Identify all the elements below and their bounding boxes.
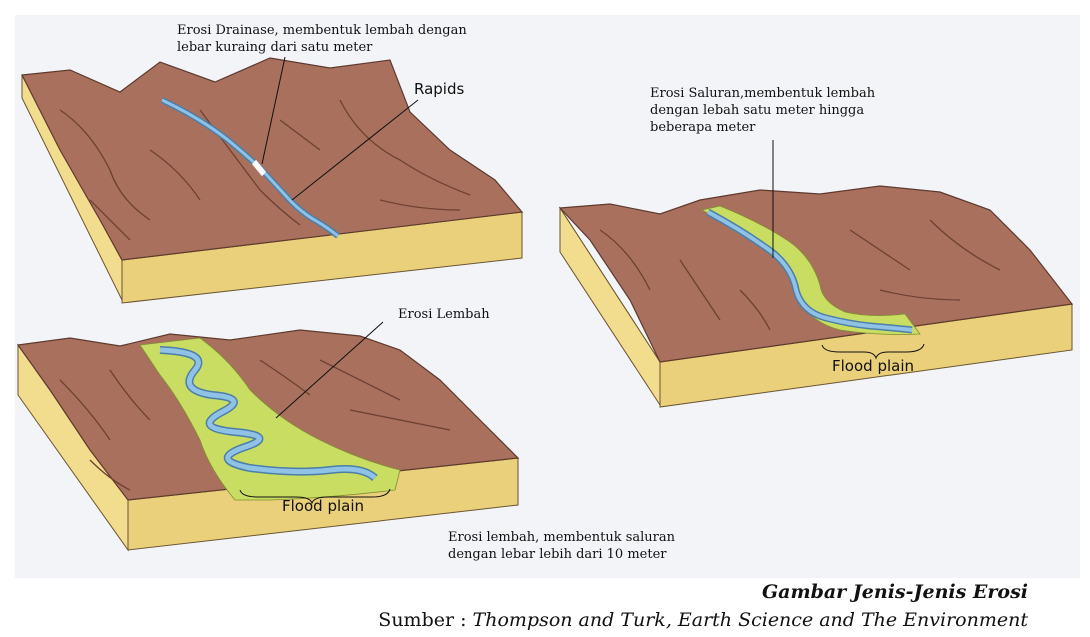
- flood-plain-bracket-right: [821, 343, 925, 360]
- leader-valley: [275, 321, 384, 419]
- label-channel-erosion: Erosi Saluran,membentuk lembah dengan le…: [650, 86, 876, 135]
- flood-plain-bracket-left: [239, 488, 391, 505]
- label-valley-description: Erosi lembah, membentuk saluran dengan l…: [448, 530, 676, 562]
- leader-drainage: [261, 56, 286, 165]
- block2-ridges: [599, 219, 1001, 331]
- label-rapids: Rapids: [414, 80, 465, 98]
- rapids-whitewater: [251, 159, 267, 177]
- block1-terrain: [21, 57, 524, 261]
- valley-erosion-block: [16, 329, 520, 552]
- label-drainage-erosion: Erosi Drainase, membentuk lembah dengan …: [177, 23, 467, 55]
- label-valley-erosion: Erosi Lembah: [398, 307, 490, 322]
- leader-lines: [261, 56, 774, 419]
- block1-ridges: [59, 99, 471, 241]
- source-work: Thompson and Turk, Earth Science and The…: [472, 609, 1028, 631]
- figure-caption-source: Sumber : Thompson and Turk, Earth Scienc…: [378, 609, 1028, 631]
- block3-flood-plain: [139, 337, 401, 501]
- label-flood-plain-right: Flood plain: [832, 357, 914, 375]
- source-prefix: Sumber :: [378, 609, 473, 631]
- channel-erosion-block: [558, 185, 1074, 408]
- drainage-erosion-block: [21, 57, 524, 304]
- block3-ridges: [59, 359, 451, 491]
- figure-caption-title: Gambar Jenis-Jenis Erosi: [761, 581, 1028, 603]
- label-flood-plain-left: Flood plain: [282, 497, 364, 515]
- leader-rapids: [291, 99, 419, 201]
